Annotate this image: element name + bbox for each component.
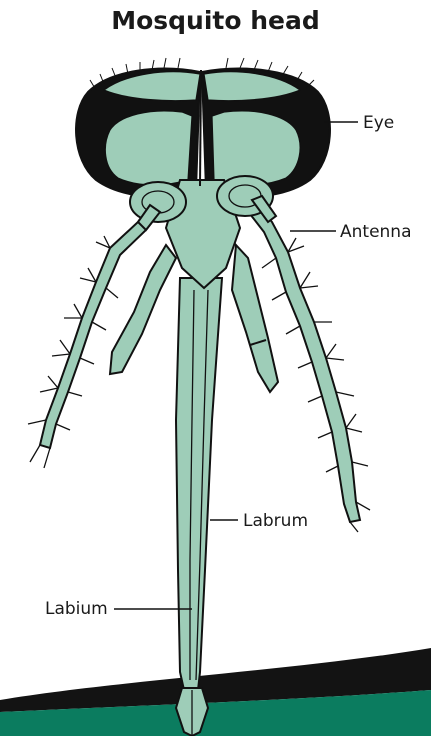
eye-label: Eye: [363, 113, 394, 133]
left-palp: [110, 245, 176, 374]
left-eye-light: [105, 111, 192, 185]
labium-label: Labium: [45, 599, 108, 619]
right-eye-light: [212, 111, 300, 185]
diagram-title: Mosquito head: [0, 6, 431, 35]
proboscis: [176, 278, 222, 736]
antenna-label: Antenna: [340, 222, 412, 242]
right-palp: [232, 245, 278, 392]
labrum-label: Labrum: [243, 511, 308, 531]
